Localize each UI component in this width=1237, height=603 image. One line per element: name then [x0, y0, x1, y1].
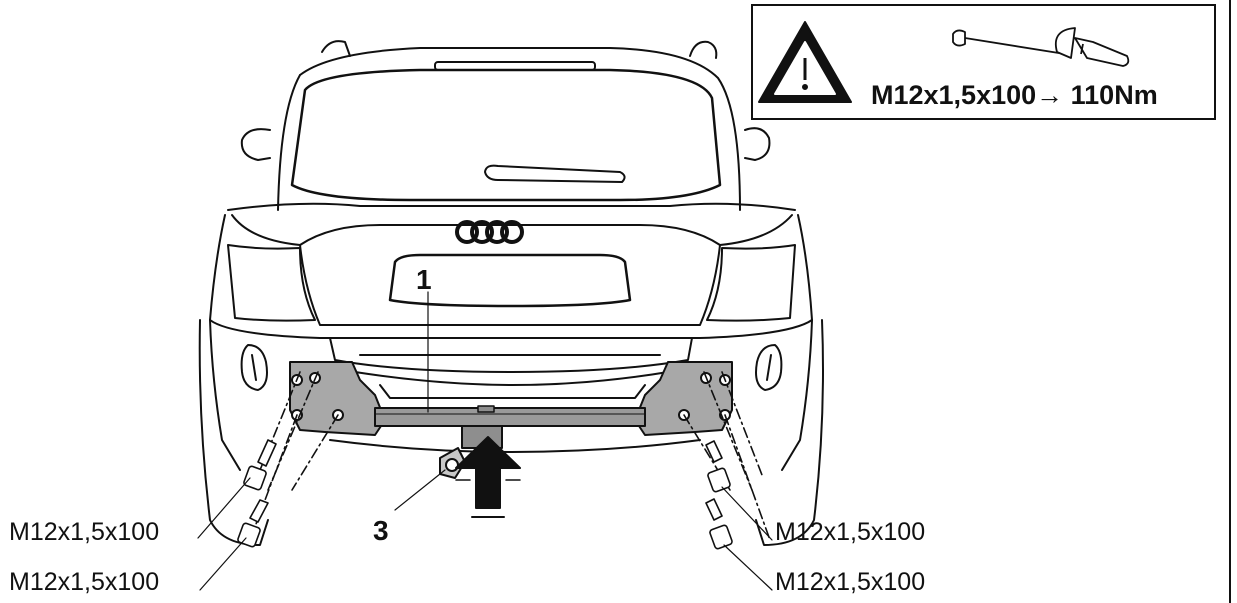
leader-lines: [197, 291, 773, 591]
up-arrow-icon: [455, 436, 521, 518]
bolt-label-left-upper: M12x1,5x100: [9, 518, 160, 546]
torque-wrench-icon: [952, 27, 1130, 67]
car-rear-view: [198, 40, 824, 546]
callout-part-1: 1: [416, 264, 432, 295]
audi-rings-logo: [455, 220, 524, 244]
page-border: [1229, 0, 1231, 603]
left-bolt-assembly: [237, 371, 339, 548]
torque-spec-label: M12x1,5x100→ 110Nm: [871, 80, 1158, 110]
bolt-label-right-upper: M12x1,5x100: [775, 518, 926, 546]
bolt-label-right-lower: M12x1,5x100: [775, 568, 926, 596]
right-bolt-assembly: [683, 371, 771, 550]
bolt-label-left-lower: M12x1,5x100: [9, 568, 160, 596]
torque-warning-box: M12x1,5x100→ 110Nm: [751, 4, 1216, 120]
warning-triangle-icon: [758, 21, 852, 103]
callout-part-3: 3: [373, 515, 389, 546]
